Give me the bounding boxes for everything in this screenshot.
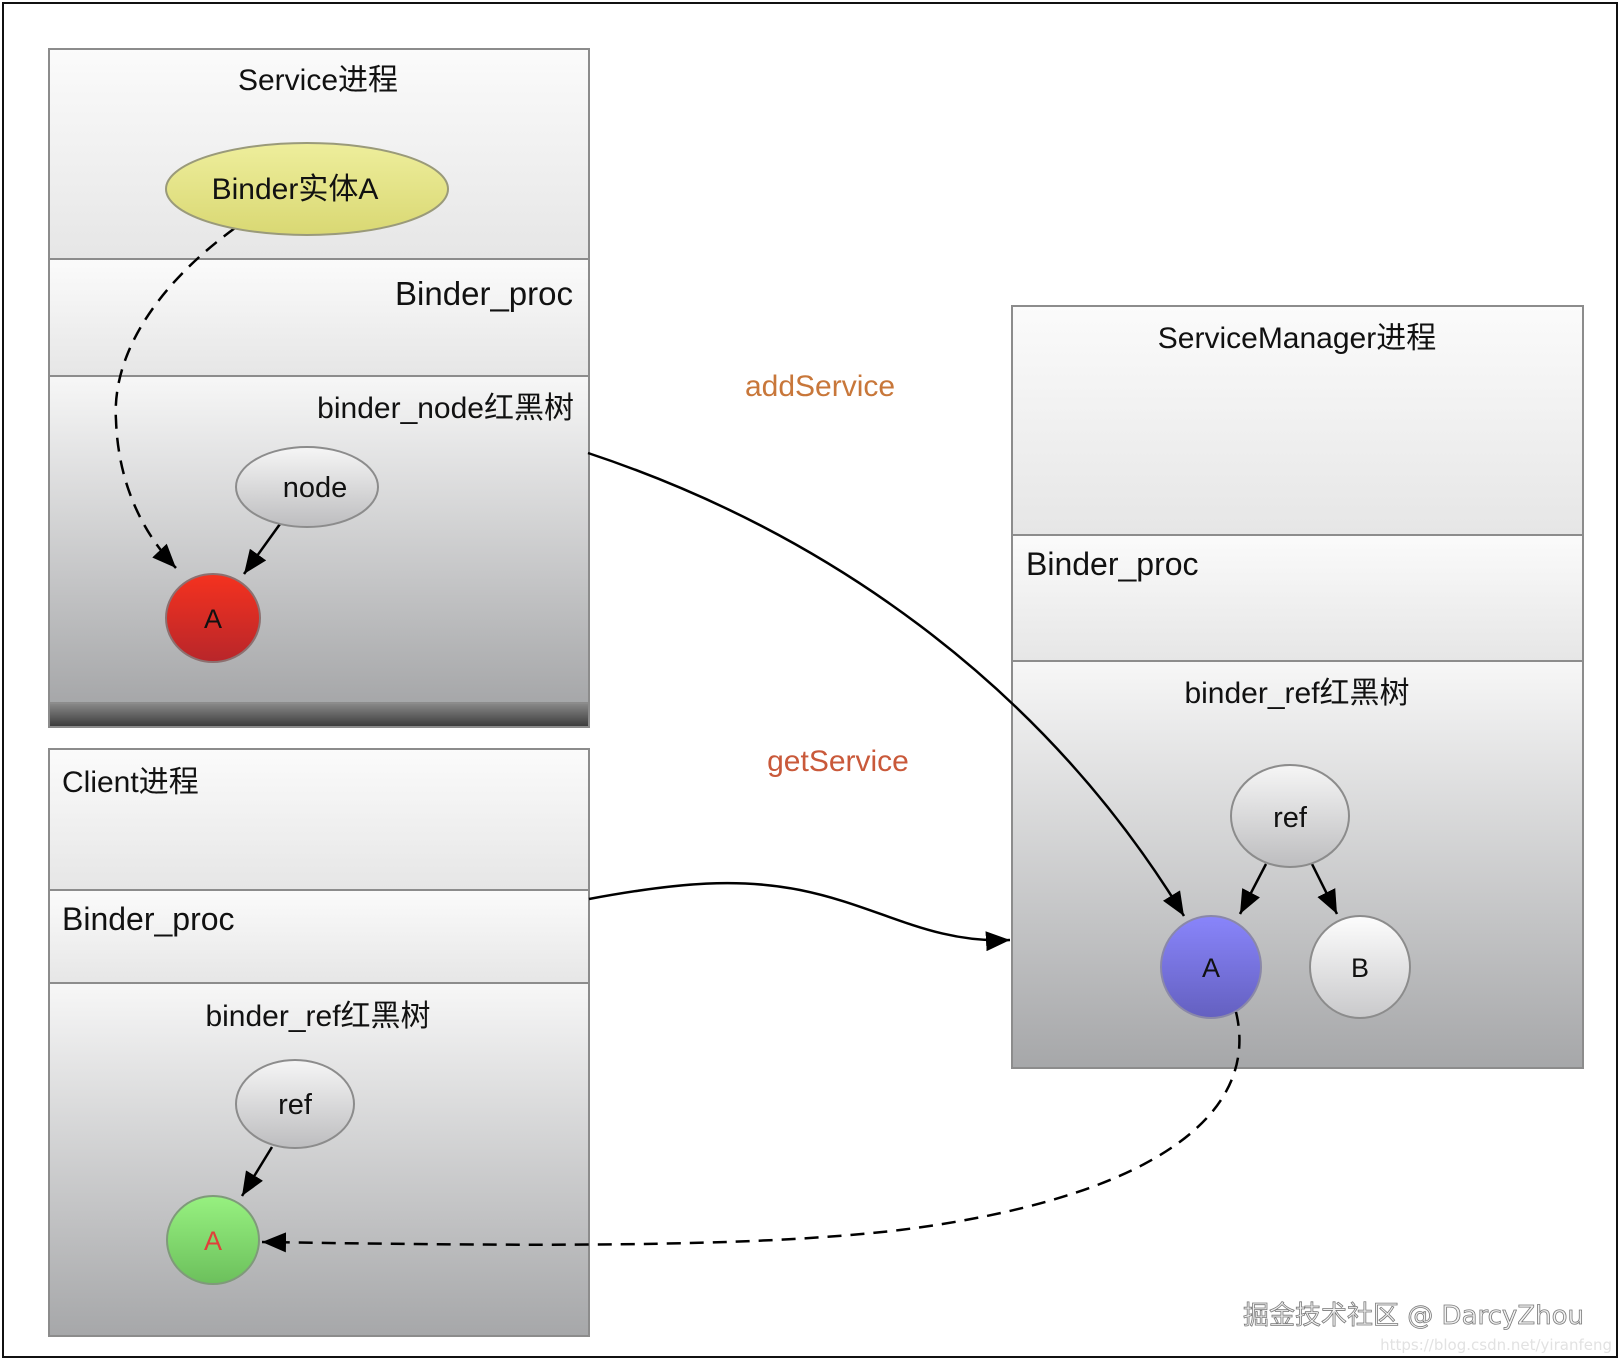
- service-tree-section: [48, 375, 590, 704]
- add-service-edge: [587, 451, 1186, 917]
- service-title: Service进程: [238, 64, 398, 97]
- sm-node-b: [1309, 915, 1411, 1019]
- service-binder-proc-label: Binder_proc: [395, 275, 573, 312]
- client-title: Client进程: [62, 766, 199, 799]
- get-service-edge: [588, 881, 1011, 952]
- service-node-a: [165, 573, 261, 663]
- sm-ref-to-a-edge: [1238, 863, 1268, 915]
- service-manager-process: ServiceManager进程 Binder_proc binder_ref红…: [1011, 305, 1584, 1069]
- client-process: Client进程 Binder_proc binder_ref红黑树 ref A: [48, 748, 590, 1337]
- entity-to-node-edge: [114, 226, 236, 569]
- sm-node-a: [1160, 915, 1262, 1019]
- sm-binder-proc-label: Binder_proc: [1026, 546, 1199, 582]
- sm-node-b-label: B: [1351, 953, 1369, 983]
- client-node-a-label: A: [204, 1226, 222, 1256]
- client-node-a: [166, 1195, 260, 1285]
- sm-binder-proc-section: [1011, 534, 1584, 662]
- sm-tree-label: binder_ref红黑树: [1184, 677, 1409, 710]
- service-node: [235, 446, 379, 528]
- service-process: Service进程 Binder_proc binder_node红黑树 Bin…: [48, 48, 590, 728]
- client-ref-label: ref: [278, 1089, 313, 1121]
- sm-ref-label: ref: [1273, 802, 1308, 834]
- service-binder-proc-section: [48, 258, 590, 377]
- sm-ref-to-b-edge: [1310, 863, 1339, 915]
- node-to-a-edge: [242, 523, 282, 575]
- service-node-label: node: [283, 472, 348, 504]
- sm-title-section: [1011, 305, 1584, 536]
- binder-entity-node: [165, 142, 449, 236]
- service-bottom-bar: [48, 702, 590, 728]
- get-service-label: getService: [767, 745, 909, 778]
- sm-ref-node: [1230, 764, 1350, 868]
- sm-a-to-client-a-edge: [261, 1011, 1241, 1253]
- service-node-a-label: A: [204, 604, 222, 634]
- client-tree-label: binder_ref红黑树: [205, 1000, 430, 1033]
- add-service-label: addService: [745, 370, 895, 403]
- client-binder-proc-label: Binder_proc: [62, 901, 235, 937]
- watermark-primary: 掘金技术社区 @ DarcyZhou: [1243, 1301, 1584, 1331]
- client-tree-section: [48, 982, 590, 1337]
- sm-node-a-label: A: [1202, 953, 1220, 983]
- client-ref-node: [235, 1059, 355, 1149]
- client-binder-proc-section: [48, 889, 590, 984]
- client-ref-to-a-edge: [240, 1146, 274, 1197]
- sm-title: ServiceManager进程: [1158, 322, 1436, 355]
- binder-entity-label: Binder实体A: [212, 173, 379, 206]
- client-title-section: [48, 748, 590, 891]
- service-tree-label: binder_node红黑树: [317, 392, 574, 425]
- watermark-secondary: https://blog.csdn.net/yiranfeng: [1380, 1336, 1612, 1354]
